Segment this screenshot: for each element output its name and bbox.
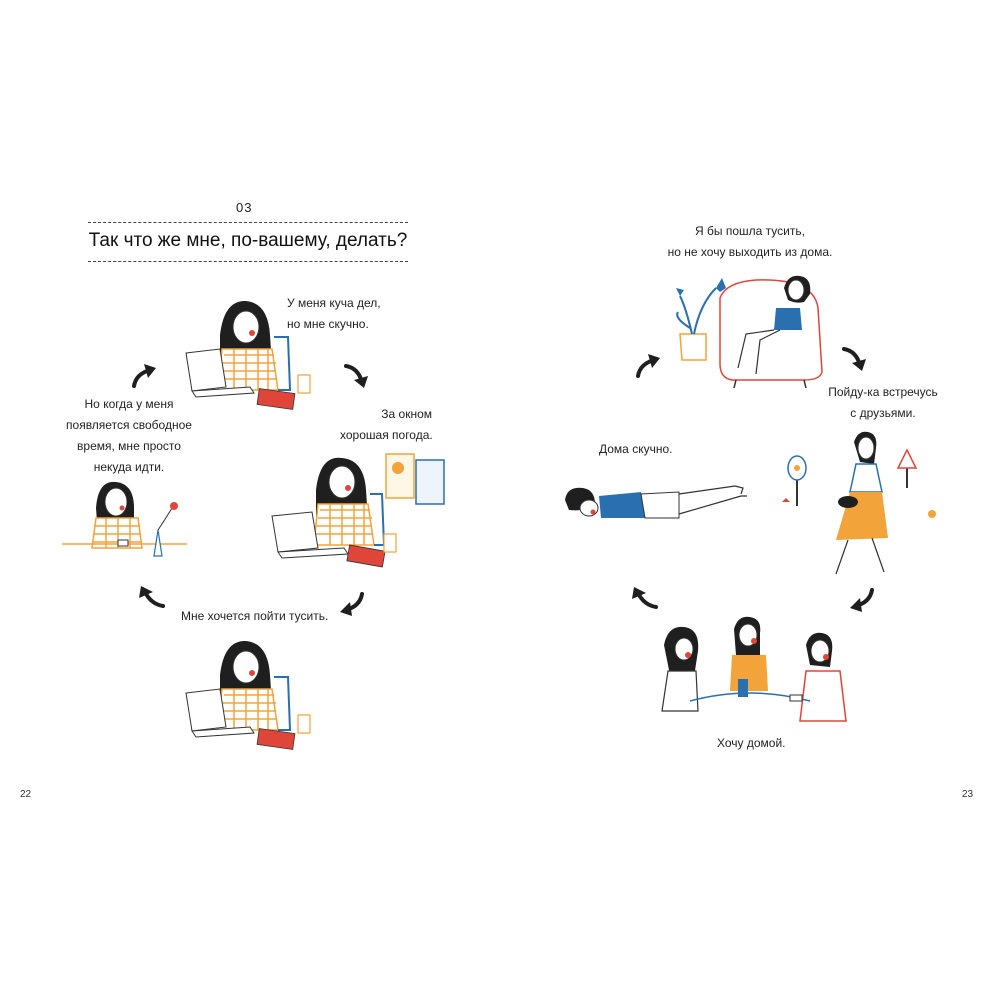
chapter-number: 03: [236, 200, 253, 215]
caption-bored-home: Дома скучно.: [599, 442, 673, 456]
curved-arrow-icon: [842, 347, 866, 371]
caption-line: За окном: [381, 407, 432, 421]
woman-laptop-illustration: [185, 300, 311, 410]
caption-good-weather: За окном хорошая погода.: [340, 404, 433, 446]
title-box: Так что же мне, по-вашему, делать?: [88, 222, 408, 262]
woman-lying-illustration: [565, 485, 747, 519]
curved-arrow-icon: [139, 586, 165, 608]
caption-line: появляется свободное: [66, 418, 192, 432]
caption-nowhere-to-go: Но когда у меня появляется свободное вре…: [64, 394, 194, 478]
caption-line: но не хочу выходить из дома.: [667, 245, 833, 259]
caption-line: хорошая погода.: [340, 428, 433, 442]
woman-armchair-illustration: [676, 275, 823, 389]
woman-walking-illustration: [782, 431, 936, 575]
caption-want-party: Мне хочется пойти тусить.: [181, 609, 329, 623]
caption-would-party: Я бы пошла тусить, но не хочу выходить и…: [660, 221, 840, 263]
caption-line: Я бы пошла тусить,: [695, 224, 805, 238]
caption-line: время, мне просто: [77, 439, 181, 453]
page-title: Так что же мне, по-вашему, делать?: [88, 230, 408, 251]
caption-line: У меня куча дел,: [287, 296, 381, 310]
woman-cafe-illustration: [62, 481, 187, 557]
curved-arrow-icon: [850, 588, 874, 612]
curved-arrow-icon: [344, 364, 368, 388]
caption-want-home: Хочу домой.: [717, 736, 786, 750]
page-number-right: 23: [962, 789, 974, 800]
woman-laptop-bottom-illustration: [185, 640, 311, 750]
caption-line: но мне скучно.: [287, 317, 369, 331]
curved-arrow-icon: [636, 354, 660, 378]
curved-arrow-icon: [632, 587, 658, 609]
woman-window-illustration: [271, 453, 445, 568]
caption-line: некуда идти.: [93, 460, 165, 474]
curved-arrow-icon: [132, 364, 156, 388]
caption-line: Пойду-ка встречусь: [828, 385, 938, 399]
caption-line: с друзьями.: [850, 406, 916, 420]
page-number-left: 22: [20, 789, 32, 800]
friends-table-illustration: [661, 616, 847, 722]
caption-line: Но когда у меня: [84, 397, 174, 411]
curved-arrow-icon: [340, 592, 364, 616]
caption-busy-bored: У меня куча дел, но мне скучно.: [287, 293, 381, 335]
caption-meet-friends: Пойду-ка встречусь с друзьями.: [825, 382, 941, 424]
